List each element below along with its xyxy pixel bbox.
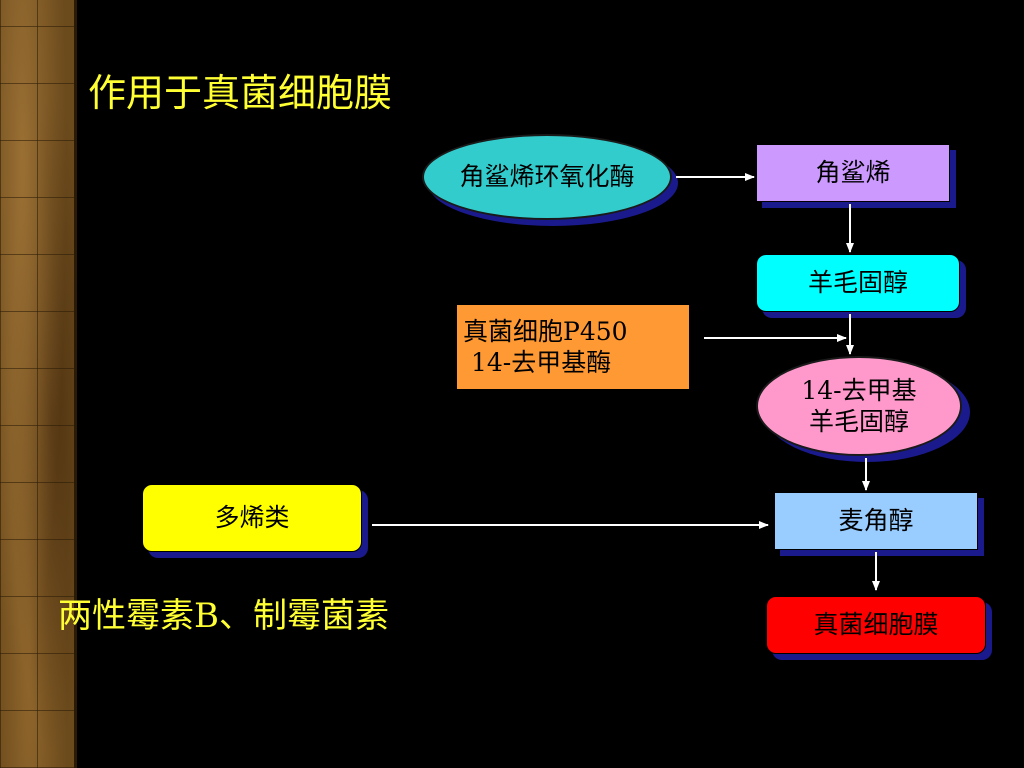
- demethyl-label-line1: 14-去甲基: [801, 375, 917, 405]
- p450-label-line1: 真菌细胞P450: [463, 316, 628, 346]
- demethyl-label-line2: 羊毛固醇: [808, 407, 909, 436]
- demethyl-lanosterol-node: 14-去甲基 羊毛固醇: [756, 356, 962, 456]
- polyene-examples-note: 两性霉素B、制霉菌素: [58, 596, 389, 636]
- p450-label-line2: 14-去甲基酶: [463, 348, 612, 377]
- squalene-epoxidase-node: 角鲨烯环氧化酶: [422, 134, 672, 220]
- polyenes-label: 多烯类: [214, 503, 290, 533]
- squalene-epoxidase-label: 角鲨烯环氧化酶: [459, 162, 635, 192]
- slide-title: 作用于真菌细胞膜: [88, 71, 393, 115]
- lanosterol-label: 羊毛固醇: [807, 268, 908, 298]
- ergosterol-node: 麦角醇: [774, 492, 978, 550]
- fungal-membrane-label: 真菌细胞膜: [813, 610, 939, 640]
- ergosterol-label: 麦角醇: [838, 506, 914, 536]
- squalene-node: 角鲨烯: [756, 144, 950, 202]
- p450-demethylase-node: 真菌细胞P450 14-去甲基酶: [456, 304, 690, 390]
- polyenes-node: 多烯类: [142, 484, 362, 552]
- lanosterol-node: 羊毛固醇: [756, 254, 960, 312]
- squalene-label: 角鲨烯: [815, 158, 891, 188]
- sidebar-edge: [74, 0, 77, 768]
- fungal-membrane-node: 真菌细胞膜: [766, 596, 986, 654]
- wood-sidebar-decoration: [0, 0, 74, 768]
